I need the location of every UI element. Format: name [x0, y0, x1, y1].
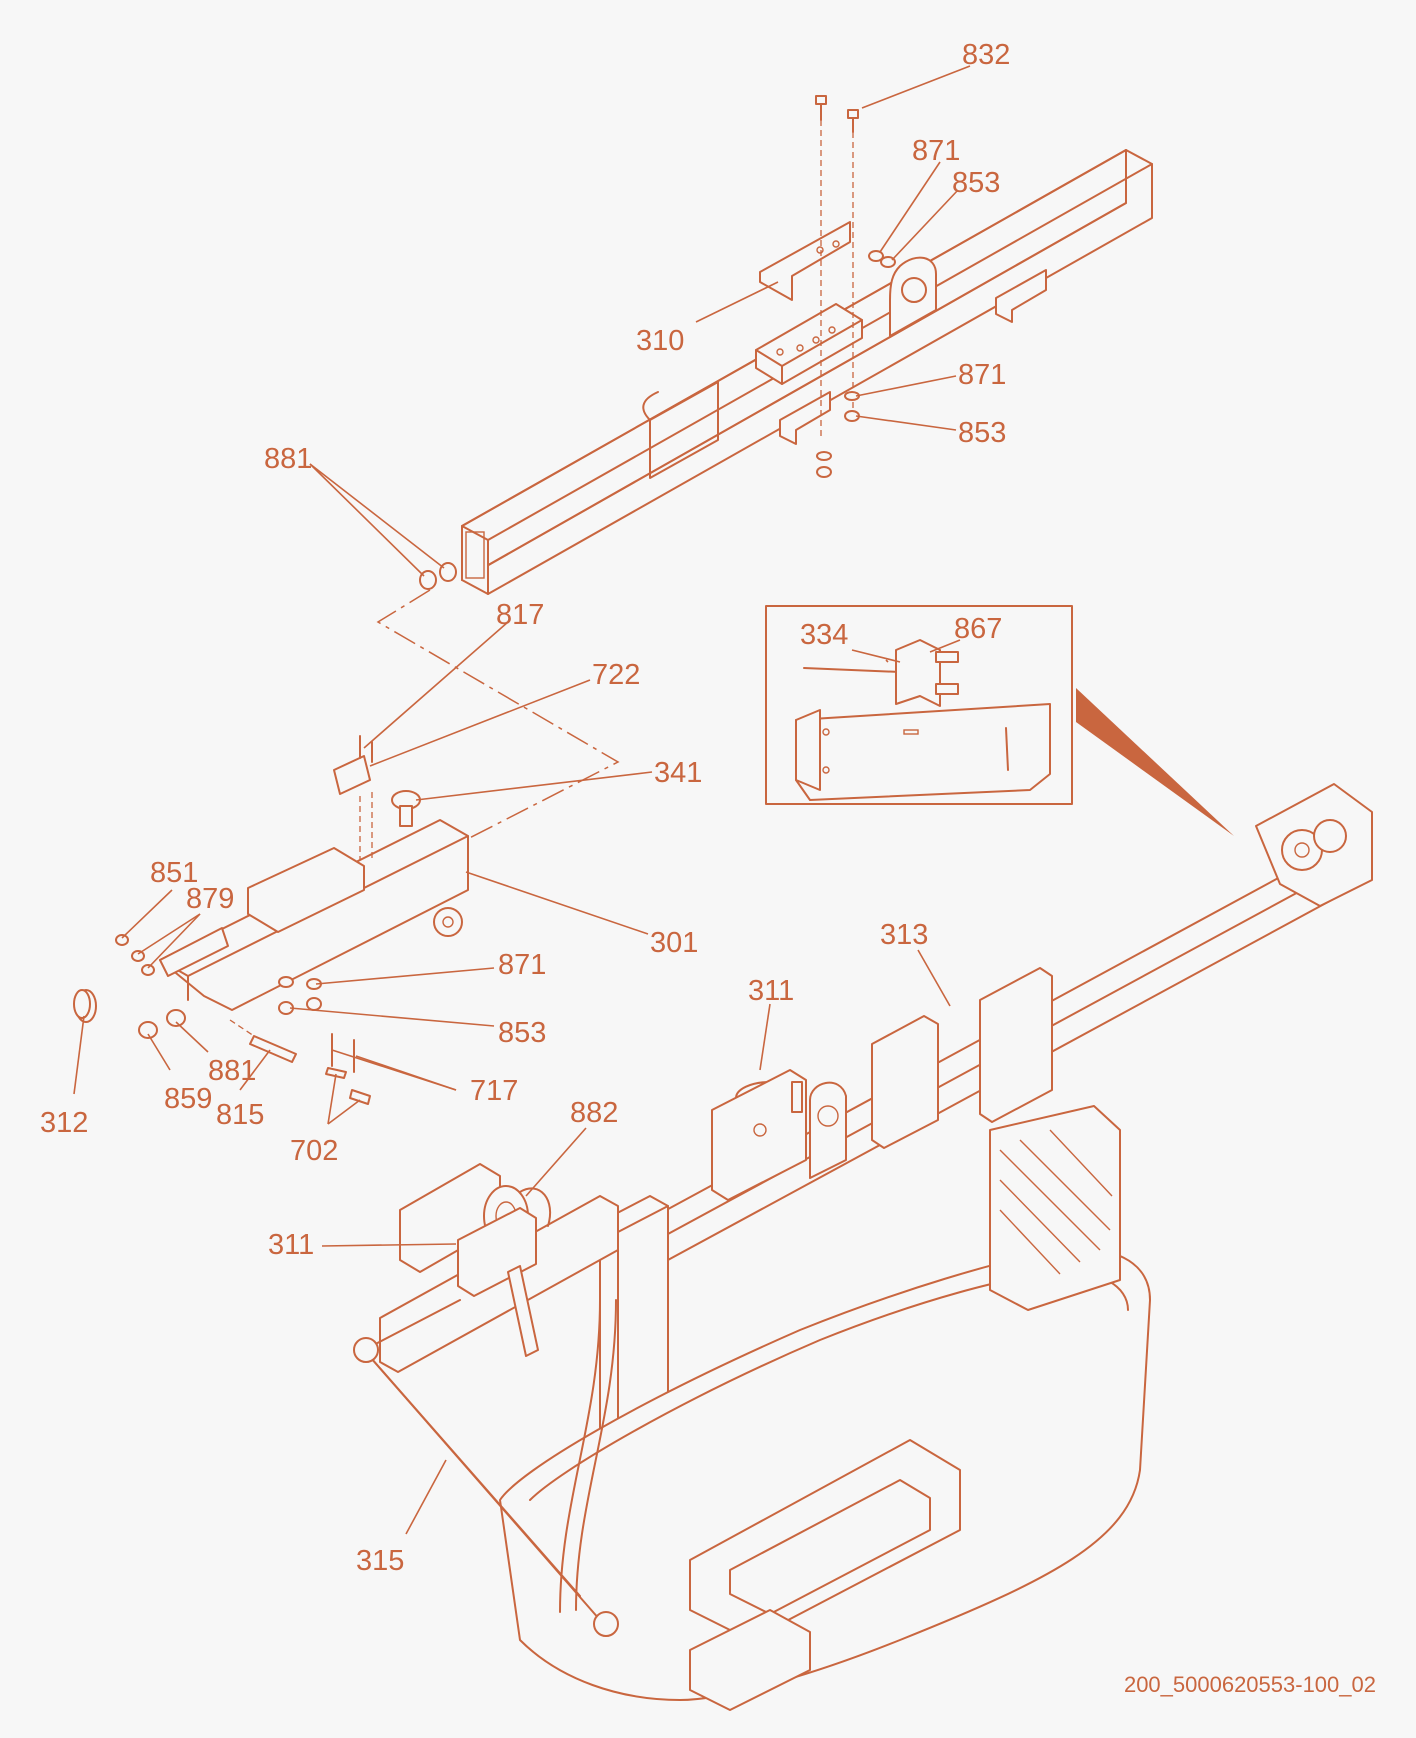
arm-assembly-301 — [73, 735, 469, 1105]
callout-315: 315 — [356, 1545, 404, 1577]
detail-inset — [765, 605, 1234, 836]
callout-851: 851 — [150, 857, 198, 889]
callout-817: 817 — [496, 599, 544, 631]
leader-lines — [73, 65, 971, 1535]
callout-871: 871 — [912, 135, 960, 167]
callout-882: 882 — [570, 1097, 618, 1129]
callout-871: 871 — [958, 359, 1006, 391]
callout-312: 312 — [40, 1107, 88, 1139]
callout-311: 311 — [748, 975, 794, 1007]
callout-341: 341 — [654, 757, 702, 789]
callout-832: 832 — [962, 39, 1010, 71]
callout-717: 717 — [470, 1075, 518, 1107]
callout-881: 881 — [264, 443, 312, 475]
callout-815: 815 — [216, 1099, 264, 1131]
callout-853: 853 — [498, 1017, 546, 1049]
upper-tube-assembly — [419, 95, 1153, 595]
callout-722: 722 — [592, 659, 640, 691]
callout-853: 853 — [952, 167, 1000, 199]
callout-879: 879 — [186, 883, 234, 915]
callout-313: 313 — [880, 919, 928, 951]
callout-867: 867 — [954, 613, 1002, 645]
callout-859: 859 — [164, 1083, 212, 1115]
callout-853: 853 — [958, 417, 1006, 449]
callout-310: 310 — [636, 325, 684, 357]
assembly-path-line — [376, 589, 620, 849]
drawing-code: 200_5000620553-100_02 — [1124, 1672, 1376, 1697]
callout-311: 311 — [268, 1229, 314, 1261]
callout-labels: 832 871 853 310 871 853 881 817 722 341 … — [40, 39, 1376, 1697]
callout-881: 881 — [208, 1055, 256, 1087]
callout-334: 334 — [800, 619, 848, 651]
callout-301: 301 — [650, 927, 698, 959]
main-frame — [353, 783, 1373, 1711]
callout-702: 702 — [290, 1135, 338, 1167]
callout-871: 871 — [498, 949, 546, 981]
